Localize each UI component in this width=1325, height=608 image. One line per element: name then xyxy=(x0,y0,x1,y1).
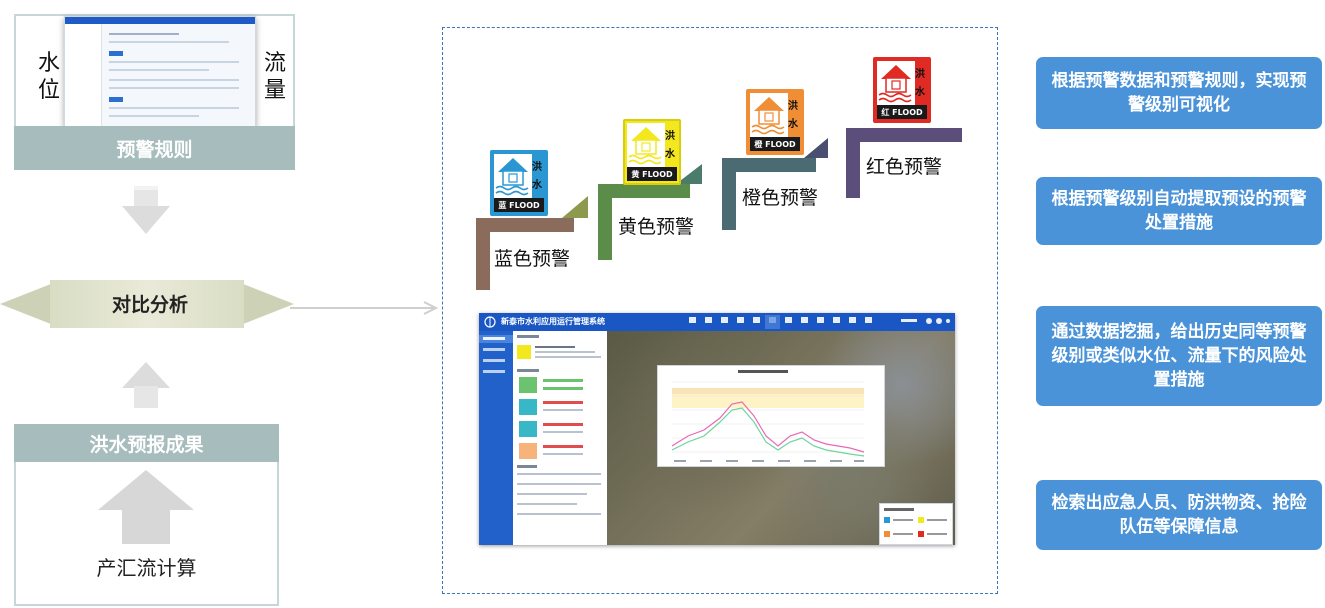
house-flood-icon xyxy=(877,61,915,105)
forecast-result-label: 洪水预报成果 xyxy=(14,424,279,462)
info-box-resources: 检索出应急人员、防洪物资、抢险队伍等保障信息 xyxy=(1036,480,1322,550)
warning-staircase xyxy=(476,128,962,290)
flood-char: 洪 xyxy=(788,101,798,112)
yellow-flood-icon: 洪水黄 FLOOD xyxy=(623,119,681,185)
warning-visual-panel xyxy=(442,27,998,594)
analysis-banner xyxy=(0,280,294,328)
logo-icon xyxy=(484,316,496,328)
up-arrow-icon xyxy=(122,362,170,408)
house-flood-icon xyxy=(494,154,532,198)
flood-level-tag: 橙 FLOOD xyxy=(750,137,800,151)
right-arrow-icon xyxy=(290,301,439,315)
flow-label: 流量 xyxy=(263,51,286,103)
warning-rule-label: 预警规则 xyxy=(14,126,295,170)
flood-char: 洪 xyxy=(915,69,925,80)
yellow-warning-label: 黄色预警 xyxy=(618,216,695,238)
info-box-visualize: 根据预警数据和预警规则，实现预警级别可视化 xyxy=(1036,57,1322,129)
down-arrow-icon xyxy=(122,186,170,234)
trend-chart xyxy=(658,366,884,466)
big-up-arrow-icon xyxy=(98,470,194,544)
red-warning-label: 红色预警 xyxy=(866,156,943,178)
blue-warning-label: 蓝色预警 xyxy=(494,248,571,270)
map-legend xyxy=(879,503,953,545)
house-flood-icon xyxy=(627,123,665,167)
water-level-label: 水位 xyxy=(37,51,60,103)
flood-level-tag: 蓝 FLOOD xyxy=(494,198,544,212)
flood-level-tag: 红 FLOOD xyxy=(877,105,927,119)
info-box-measures: 根据预警级别自动提取预设的预警处置措施 xyxy=(1036,177,1322,245)
analysis-label: 对比分析 xyxy=(111,293,188,316)
runoff-calc-label: 产汇流计算 xyxy=(96,556,197,580)
orange-warning-label: 橙色预警 xyxy=(742,187,819,209)
blue-flood-icon: 洪水蓝 FLOOD xyxy=(490,150,548,216)
trend-chart-popup xyxy=(657,365,885,467)
house-flood-icon xyxy=(750,93,788,137)
app-title: 新泰市水利应用运行管理系统 xyxy=(501,317,605,326)
app-toolbar xyxy=(689,315,950,329)
warning-list xyxy=(513,331,608,545)
orange-flood-icon: 洪水橙 FLOOD xyxy=(746,89,804,155)
warning-rule-screenshot xyxy=(64,16,256,128)
water-char: 水 xyxy=(532,180,542,191)
flood-char: 洪 xyxy=(665,131,675,142)
water-char: 水 xyxy=(915,87,925,98)
flood-level-tag: 黄 FLOOD xyxy=(627,167,677,181)
info-box-history: 通过数据挖掘，给出历史同等预警级别或类似水位、流量下的风险处置措施 xyxy=(1036,306,1322,406)
warning-system-screenshot: 新泰市水利应用运行管理系统 xyxy=(479,313,955,545)
water-char: 水 xyxy=(788,119,798,130)
water-char: 水 xyxy=(665,149,675,160)
flood-char: 洪 xyxy=(532,162,542,173)
red-flood-icon: 洪水红 FLOOD xyxy=(873,57,931,123)
